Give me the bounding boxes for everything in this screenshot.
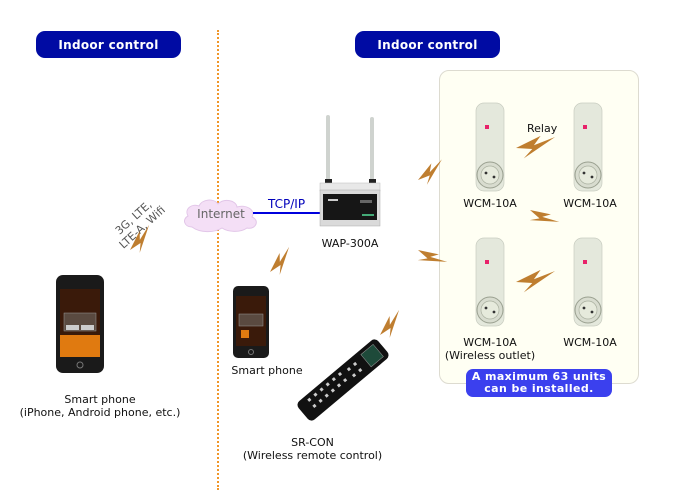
smartphone-left-subtitle: (iPhone, Android phone, etc.) <box>19 406 181 419</box>
outlet-icon <box>475 102 505 192</box>
remote-control-label: SR-CON (Wireless remote control) <box>230 436 395 462</box>
lightning-icon <box>515 269 557 293</box>
max-units-line2: can be installed. <box>484 382 594 395</box>
lightning-icon <box>414 158 450 188</box>
outlet-label-4: WCM-10A <box>563 336 617 349</box>
internet-label: Internet <box>197 207 245 221</box>
relay-label: Relay <box>527 122 558 135</box>
outlet-network-panel <box>439 70 639 384</box>
outlet-icon <box>573 102 603 192</box>
outlet-3-subtitle: (Wireless outlet) <box>444 349 536 362</box>
remote-control-subtitle: (Wireless remote control) <box>242 449 383 462</box>
smartphone-left-name: Smart phone <box>64 393 136 406</box>
router-label: WAP-300A <box>321 237 379 250</box>
smartphone-mid-label: Smart phone <box>231 364 303 377</box>
internet-cloud-icon <box>184 199 257 233</box>
smartphone-mid-icon <box>233 286 269 358</box>
remote-control-icon <box>297 339 389 421</box>
header-indoor-control-right: Indoor control <box>355 31 500 58</box>
lightning-icon <box>264 245 299 279</box>
outlet-label-2: WCM-10A <box>563 197 617 210</box>
tcp-ip-label: TCP/IP <box>268 197 306 211</box>
outlet-label-1: WCM-10A <box>463 197 517 210</box>
router-icon <box>319 115 381 192</box>
smartphone-left-label: Smart phone (iPhone, Android phone, etc.… <box>0 393 200 419</box>
lightning-icon <box>124 223 159 257</box>
outlet-icon <box>475 237 505 327</box>
max-units-badge: A maximum 63 units can be installed. <box>466 369 612 397</box>
router-body <box>319 189 381 227</box>
max-units-line1: A maximum 63 units <box>471 370 607 383</box>
header-indoor-control-left: Indoor control <box>36 31 181 58</box>
outlet-icon <box>573 237 603 327</box>
lightning-icon <box>515 135 557 159</box>
outlet-label-3: WCM-10A (Wireless outlet) <box>430 336 550 362</box>
tcp-ip-link-line <box>253 212 323 214</box>
lightning-icon <box>413 243 449 275</box>
lightning-icon <box>374 308 409 342</box>
smartphone-left-icon <box>56 275 104 373</box>
remote-control-name: SR-CON <box>291 436 334 449</box>
section-divider <box>217 30 219 490</box>
outlet-3-name: WCM-10A <box>463 336 517 349</box>
